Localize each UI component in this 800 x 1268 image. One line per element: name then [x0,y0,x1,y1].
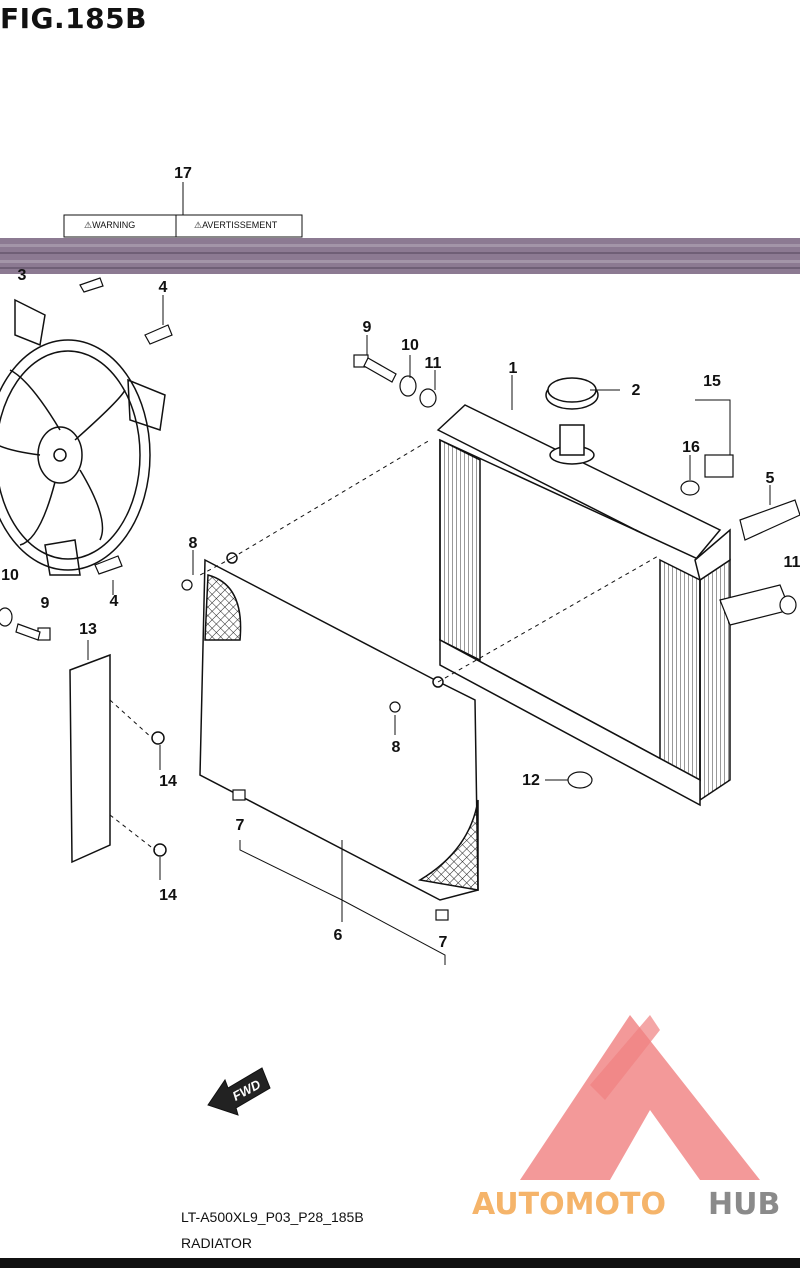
callout-1: 1 [509,360,518,377]
callout-2: 2 [632,382,641,399]
callout-15: 15 [703,373,721,390]
callout-4-top: 4 [159,279,168,296]
callout-7-right: 7 [439,934,448,951]
bolt-collar-nut-top [353,354,437,408]
callout-16: 16 [682,439,700,456]
radiator-core [436,404,731,807]
warning-label-left-text: ⚠WARNING [84,220,135,230]
warning-label: ⚠WARNING ⚠AVERTISSEMENT [63,214,303,238]
figure-code: LT-A500XL9_P03_P28_185B [181,1209,364,1225]
bottom-edge-bar [0,1258,800,1268]
callout-7-left: 7 [236,817,245,834]
callout-11-right: 11 [784,554,800,571]
hose-fitting [739,499,800,541]
callout-8-bottom: 8 [392,739,401,756]
watermark-text-automoto: AUTOMOTO [472,1187,666,1222]
callout-8-top: 8 [189,535,198,552]
callout-labels: 17 3 4 9 10 11 1 2 15 16 5 8 10 11 9 4 1… [1,165,800,951]
callout-6: 6 [334,927,343,944]
shroud-plate [69,653,167,864]
callout-12: 12 [522,772,540,789]
warning-label-right-text: ⚠AVERTISSEMENT [194,220,278,230]
callout-4-bottom: 4 [110,593,119,610]
watermark-text-hub: HUB [708,1187,780,1222]
callout-13: 13 [79,621,97,638]
leader-lines [87,295,771,965]
forward-direction-arrow: FWD [207,1067,271,1116]
figure-name: RADIATOR [181,1235,253,1251]
callout-10-left: 10 [1,567,19,584]
figure-title: FIG.185B [0,2,147,35]
screen-clips [181,579,449,921]
callout-5: 5 [766,470,775,487]
automotohub-watermark: AUTOMOTO HUB [472,1015,780,1222]
radiator-cap [545,377,599,410]
fan-assembly [0,298,166,576]
scan-artifact-band [0,238,800,274]
callout-10-top: 10 [401,337,419,354]
callout-3: 3 [18,267,27,284]
callout-14-bottom: 14 [159,887,177,904]
callout-9-left: 9 [41,595,50,612]
callout-9-top: 9 [363,319,372,336]
rubber-mount [567,771,593,789]
callout-17: 17 [174,165,192,182]
bolt-collar-left [0,607,51,641]
callout-14-top: 14 [159,773,177,790]
temp-sensor [680,454,734,496]
callout-11-top: 11 [425,355,442,372]
radiator-screen [199,552,479,901]
right-bracket [719,584,797,626]
fan-screws [79,277,173,575]
